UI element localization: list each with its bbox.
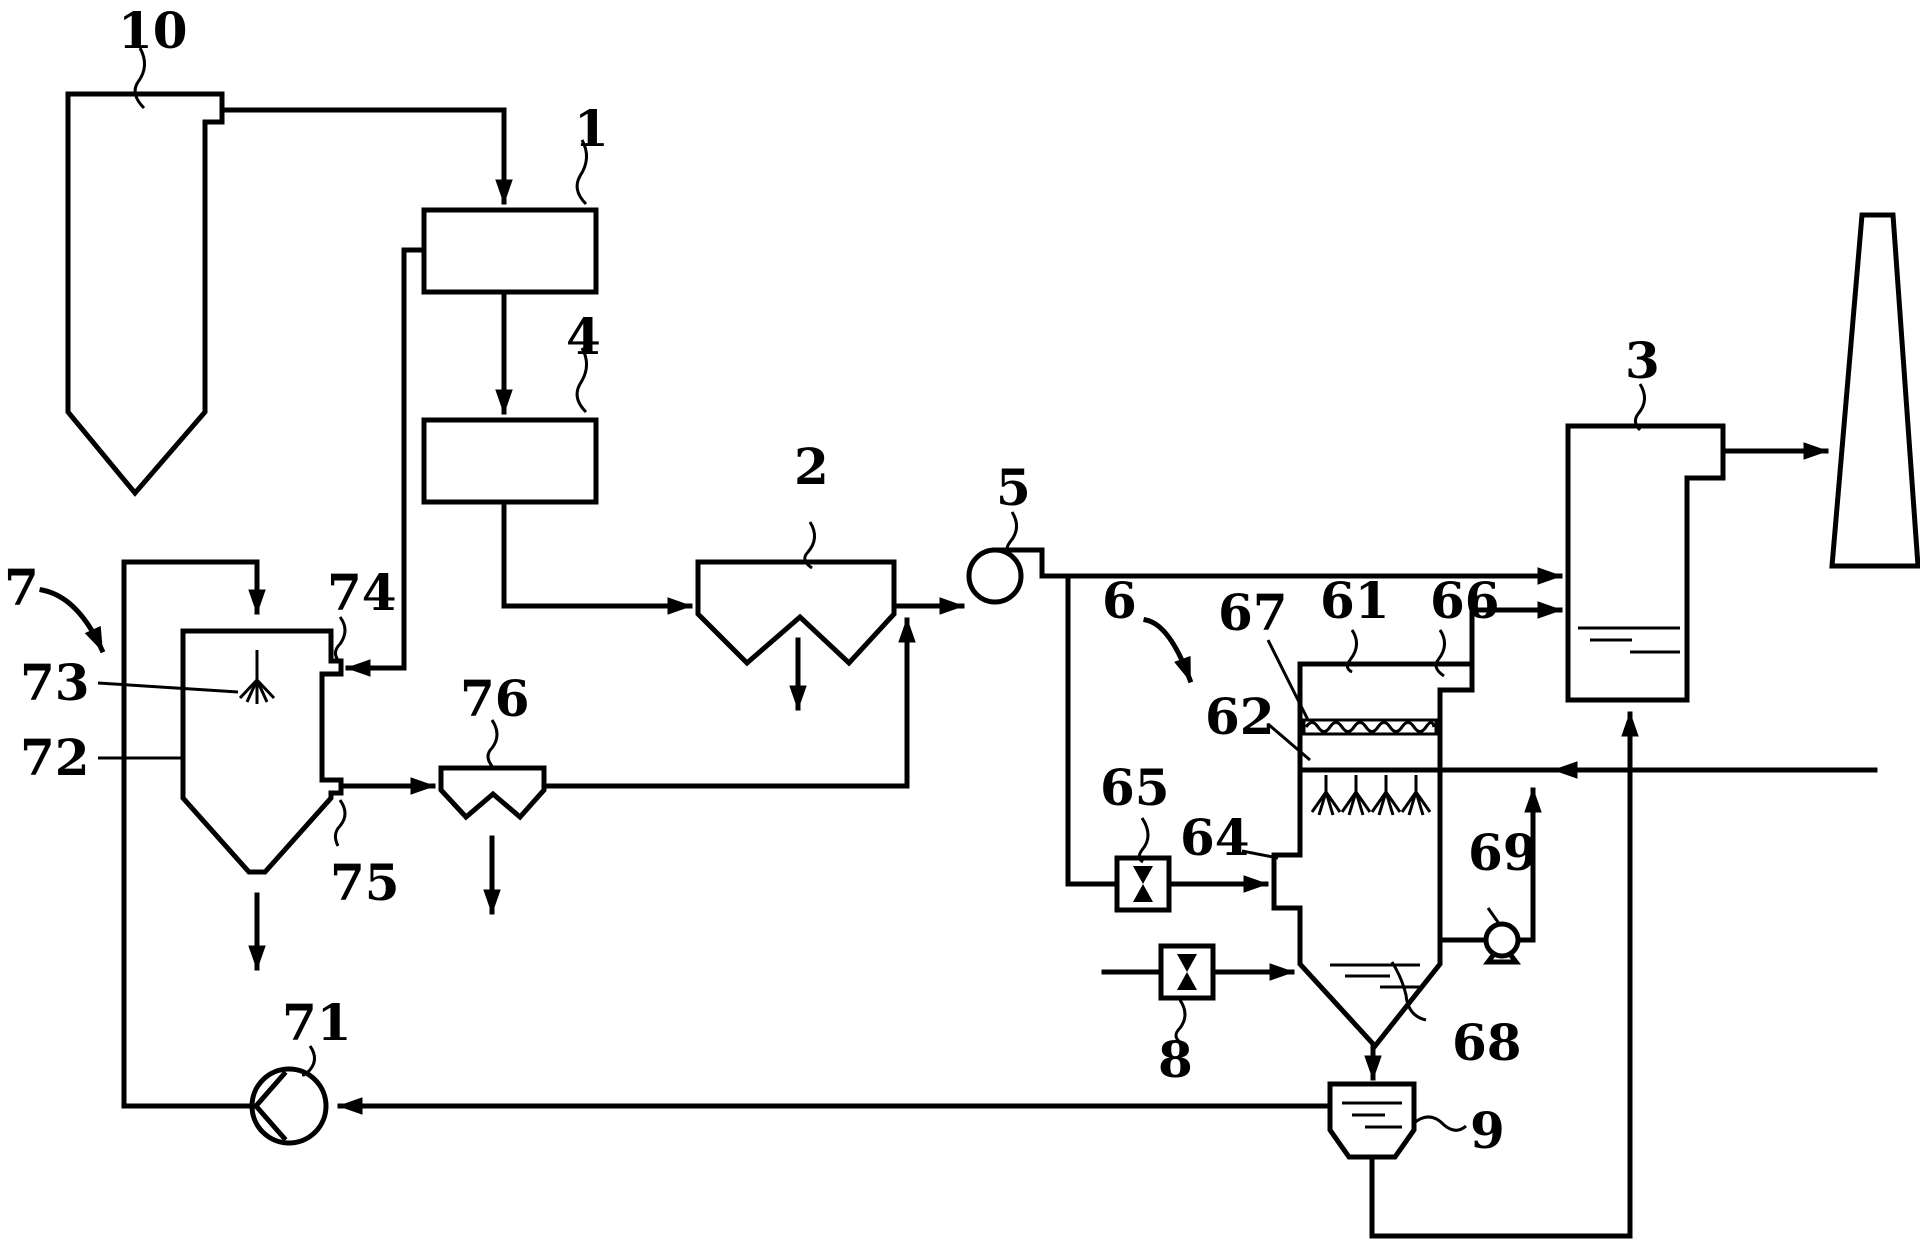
labels: 10 1 4 2 5 3 7 74 73 72 76 75 6 67 61 66… bbox=[4, 1, 1660, 1160]
pipes bbox=[39, 107, 1878, 1239]
packing-67 bbox=[1302, 718, 1438, 736]
label-61: 61 bbox=[1320, 571, 1390, 630]
label-5: 5 bbox=[996, 458, 1031, 517]
valve-8 bbox=[1158, 943, 1216, 1001]
spray-nozzles-62 bbox=[1310, 775, 1432, 816]
label-76: 76 bbox=[460, 669, 530, 728]
cyclone-76 bbox=[438, 765, 547, 821]
unit-4-box bbox=[421, 417, 599, 505]
tank-9 bbox=[1327, 1081, 1417, 1160]
chimney bbox=[1829, 212, 1920, 569]
label-68: 68 bbox=[1452, 1013, 1522, 1072]
unit-1-box bbox=[421, 207, 599, 295]
fan-5 bbox=[966, 547, 1045, 605]
boiler-10 bbox=[65, 91, 225, 497]
label-71: 71 bbox=[282, 993, 352, 1052]
leader-lines bbox=[97, 47, 1646, 1132]
tower-72 bbox=[180, 628, 344, 875]
spray-nozzle-73 bbox=[238, 650, 276, 704]
label-62: 62 bbox=[1205, 687, 1275, 746]
pump-69 bbox=[1483, 921, 1521, 965]
label-73: 73 bbox=[20, 653, 90, 712]
label-3: 3 bbox=[1625, 331, 1660, 390]
valve-65 bbox=[1114, 855, 1172, 913]
label-75: 75 bbox=[330, 853, 400, 912]
label-4: 4 bbox=[566, 307, 601, 366]
absorber-tower-3 bbox=[1565, 423, 1726, 703]
label-72: 72 bbox=[20, 728, 90, 787]
label-1: 1 bbox=[574, 99, 609, 158]
label-2: 2 bbox=[794, 437, 829, 496]
label-64: 64 bbox=[1180, 808, 1250, 867]
label-65: 65 bbox=[1100, 758, 1170, 817]
label-10: 10 bbox=[118, 1, 188, 60]
label-69: 69 bbox=[1468, 823, 1538, 882]
pump-71 bbox=[249, 1066, 329, 1146]
label-74: 74 bbox=[327, 563, 397, 622]
label-6: 6 bbox=[1102, 571, 1137, 630]
label-9: 9 bbox=[1470, 1101, 1505, 1160]
label-7: 7 bbox=[4, 558, 39, 617]
label-66: 66 bbox=[1430, 571, 1500, 630]
label-67: 67 bbox=[1218, 583, 1288, 642]
label-8: 8 bbox=[1158, 1030, 1193, 1089]
dust-collector-2 bbox=[695, 559, 897, 667]
